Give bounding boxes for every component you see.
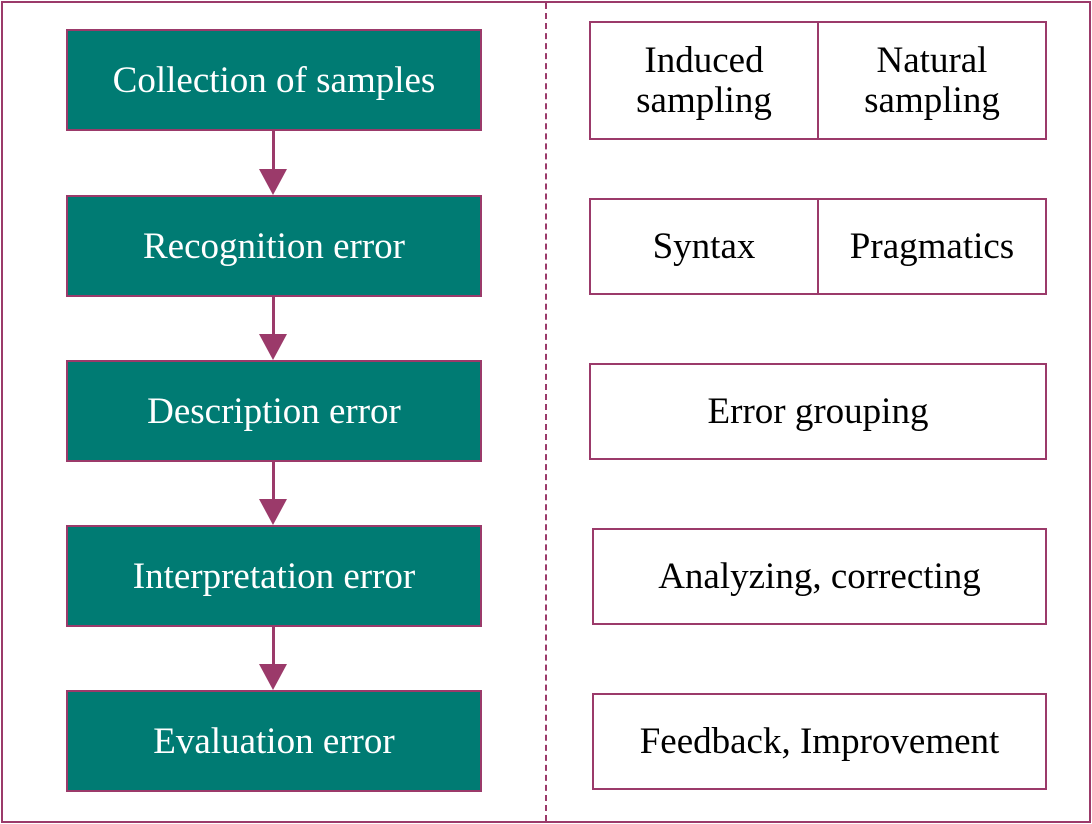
detail-cell-pragmatics: Pragmatics	[817, 200, 1045, 293]
step-description-error: Description error	[66, 360, 482, 462]
detail-error-grouping: Error grouping	[589, 363, 1047, 460]
dashed-divider	[545, 3, 547, 821]
step-label: Evaluation error	[153, 720, 395, 762]
step-collection-of-samples: Collection of samples	[66, 29, 482, 131]
arrow-down-icon	[259, 462, 287, 525]
step-label: Recognition error	[143, 225, 405, 267]
step-label: Description error	[147, 390, 401, 432]
detail-feedback: Feedback, Improvement	[592, 693, 1047, 790]
detail-cell-natural-sampling: Natural sampling	[817, 23, 1045, 138]
detail-analyzing: Analyzing, correcting	[592, 528, 1047, 625]
arrow-down-icon	[259, 131, 287, 195]
detail-sampling: Induced sampling Natural sampling	[589, 21, 1047, 140]
detail-cell-syntax: Syntax	[652, 225, 756, 267]
arrow-down-icon	[259, 627, 287, 690]
detail-cell-induced-sampling: Induced sampling	[636, 39, 772, 121]
step-interpretation-error: Interpretation error	[66, 525, 482, 627]
step-recognition-error: Recognition error	[66, 195, 482, 297]
step-label: Collection of samples	[112, 59, 436, 101]
step-evaluation-error: Evaluation error	[66, 690, 482, 792]
detail-linguistics: Syntax Pragmatics	[589, 198, 1047, 295]
step-label: Interpretation error	[132, 555, 416, 597]
detail-cell-feedback-improvement: Feedback, Improvement	[639, 720, 1000, 762]
detail-cell-analyzing-correcting: Analyzing, correcting	[658, 555, 981, 597]
detail-cell-error-grouping: Error grouping	[707, 390, 929, 432]
arrow-down-icon	[259, 297, 287, 360]
